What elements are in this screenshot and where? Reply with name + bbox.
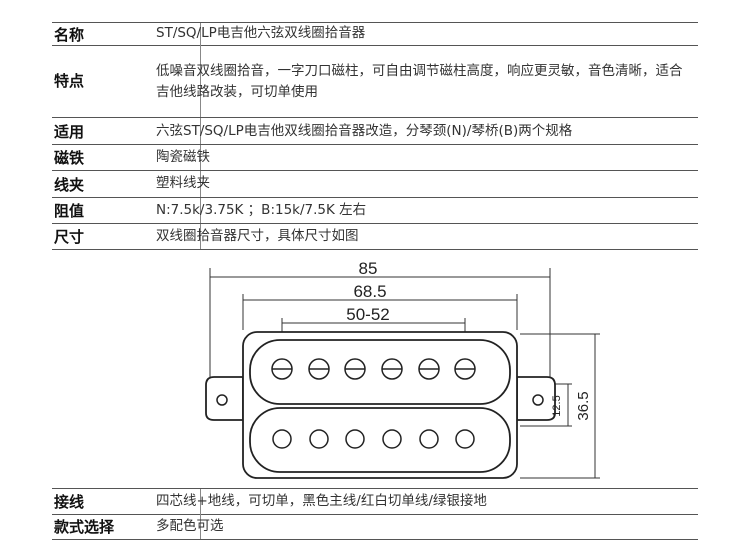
feature-value: 低噪音双线圈拾音，一字刀口磁柱，可自由调节磁柱高度，响应更灵敏，音色清晰，适合吉… bbox=[156, 63, 683, 100]
dim-coil-width: 12.5 bbox=[551, 395, 563, 416]
dim-bobbin-length: 68.5 bbox=[353, 282, 386, 301]
size-label: 尺寸 bbox=[54, 228, 85, 246]
row-divider bbox=[200, 145, 201, 170]
slotted-poles bbox=[271, 358, 476, 380]
round-poles bbox=[272, 429, 475, 449]
size-value: 双线圈拾音器尺寸，具体尺寸如图 bbox=[156, 228, 359, 244]
pickup-dimension-diagram: 85 68.5 50-52 12.5 36.5 bbox=[205, 259, 600, 479]
row-impedance: 阻值 N:7.5k/3.75K ；B:15k/7.5K 左右 bbox=[52, 198, 698, 224]
wiring-label: 接线 bbox=[54, 493, 85, 511]
fit-value: 六弦ST/SQ/LP电吉他双线圈拾音器改造，分琴颈(N)/琴桥(B)两个规格 bbox=[156, 123, 573, 139]
row-divider bbox=[200, 489, 201, 514]
dim-pole-spacing: 50-52 bbox=[346, 305, 389, 324]
row-feature: 特点 低噪音双线圈拾音，一字刀口磁柱，可自由调节磁柱高度，响应更灵敏，音色清晰，… bbox=[52, 45, 698, 118]
impedance-value: N:7.5k/3.75K ；B:15k/7.5K 左右 bbox=[156, 202, 367, 218]
row-size: 尺寸 双线圈拾音器尺寸，具体尺寸如图 bbox=[52, 224, 698, 250]
row-name: 名称 ST/SQ/LP电吉他六弦双线圈拾音器 bbox=[52, 22, 698, 46]
wiring-value: 四芯线+地线，可切单，黑色主线/红白切单线/绿银接地 bbox=[156, 493, 487, 509]
row-fit: 适用 六弦ST/SQ/LP电吉他双线圈拾音器改造，分琴颈(N)/琴桥(B)两个规… bbox=[52, 118, 698, 145]
magnet-label: 磁铁 bbox=[54, 149, 85, 167]
row-divider bbox=[200, 224, 201, 249]
impedance-label: 阻值 bbox=[54, 202, 85, 220]
name-label: 名称 bbox=[54, 26, 85, 44]
row-divider bbox=[200, 171, 201, 197]
clip-label: 线夹 bbox=[54, 176, 85, 194]
row-divider bbox=[200, 118, 201, 144]
name-value: ST/SQ/LP电吉他六弦双线圈拾音器 bbox=[156, 25, 366, 41]
row-clip: 线夹 塑料线夹 bbox=[52, 171, 698, 198]
dim-overall-width: 36.5 bbox=[575, 391, 592, 420]
row-divider bbox=[200, 514, 201, 539]
style-label: 款式选择 bbox=[54, 518, 115, 536]
magnet-value: 陶瓷磁铁 bbox=[156, 149, 210, 165]
row-divider bbox=[200, 45, 201, 117]
feature-label: 特点 bbox=[54, 72, 85, 90]
row-wiring: 接线 四芯线+地线，可切单，黑色主线/红白切单线/绿银接地 bbox=[52, 488, 698, 515]
style-value: 多配色可选 bbox=[156, 518, 224, 534]
row-style: 款式选择 多配色可选 bbox=[52, 514, 698, 540]
row-divider bbox=[200, 23, 201, 45]
dim-overall-length: 85 bbox=[359, 259, 378, 278]
clip-value: 塑料线夹 bbox=[156, 175, 210, 191]
row-magnet: 磁铁 陶瓷磁铁 bbox=[52, 145, 698, 171]
fit-label: 适用 bbox=[54, 123, 85, 141]
pickup-body bbox=[205, 331, 556, 479]
row-divider bbox=[200, 198, 201, 223]
